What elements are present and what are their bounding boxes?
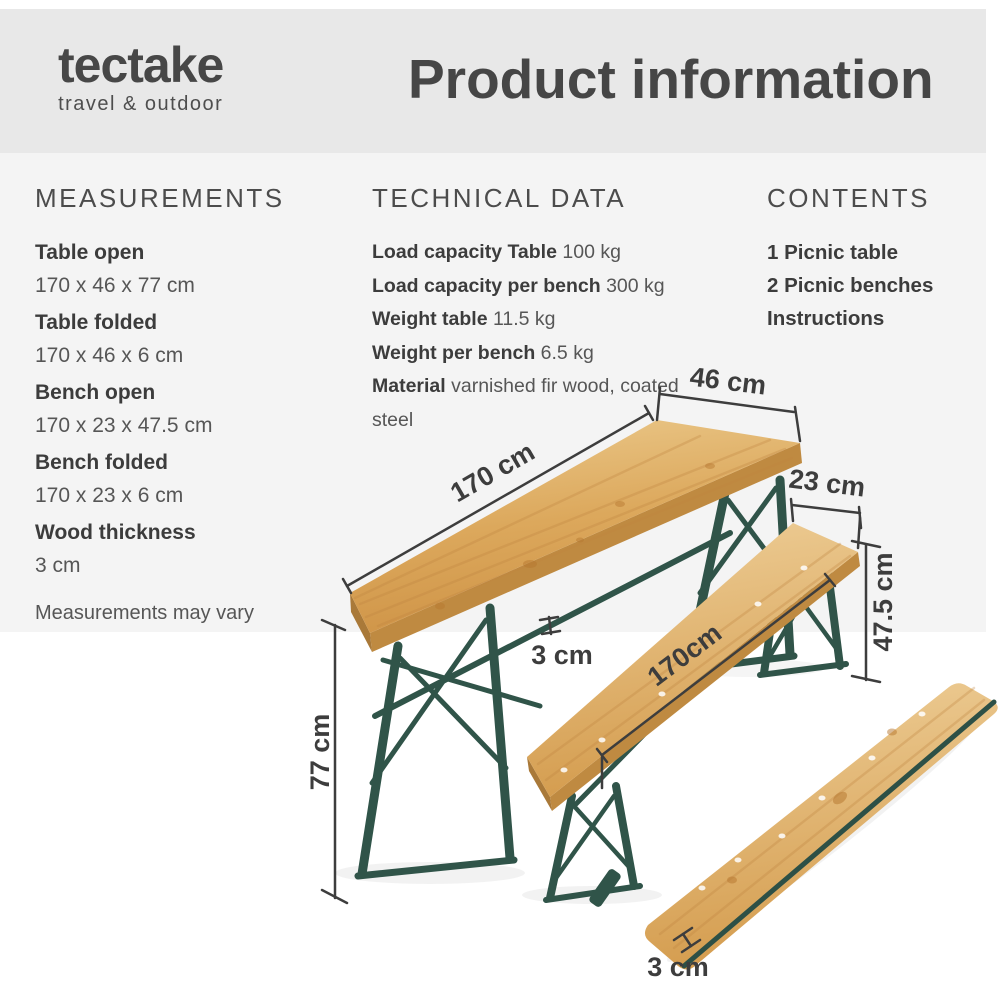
table-legs [354, 475, 798, 880]
dim-label-bench-width: 23 cm [787, 464, 867, 503]
technical-item: Weight table 11.5 kg [372, 303, 702, 337]
screw-holes [698, 711, 926, 891]
technical-item: Material varnished fir wood, coated stee… [372, 370, 702, 437]
dim-label-table-top-thickness: 3 cm [531, 640, 593, 670]
technical-item: Load capacity Table 100 kg [372, 236, 702, 270]
measurement-label: Wood thickness [35, 521, 196, 544]
dim-label-bench-thickness: 3 cm [647, 952, 709, 982]
screw-holes [560, 565, 808, 773]
dim-table-width: 46 cm [655, 368, 802, 443]
measurement-item: Wood thickness 3 cm [35, 516, 330, 582]
contents-item: 2 Picnic benches [767, 274, 934, 297]
technical-label: Weight per bench [372, 341, 536, 364]
technical-value: 100 kg [562, 241, 621, 263]
measurement-item: Bench folded 170 x 23 x 6 cm [35, 446, 330, 512]
measurement-item: Bench open 170 x 23 x 47.5 cm [35, 376, 330, 442]
dim-label-table-width: 46 cm [688, 368, 768, 401]
measurement-item: Table open 170 x 46 x 77 cm [35, 236, 330, 302]
technical-value: 11.5 kg [492, 308, 556, 330]
measurement-value: 170 x 46 x 6 cm [35, 344, 184, 367]
technical-item: Weight per bench 6.5 kg [372, 337, 702, 371]
measurements-note: Measurements may vary [35, 602, 254, 624]
folded-bench-board [644, 683, 998, 970]
folded-leg-rail [681, 699, 997, 969]
folded-leg-bracket [589, 869, 621, 907]
measurement-label: Table folded [35, 311, 158, 334]
dim-bench-thickness: 3 cm [647, 926, 709, 982]
technical-label: Material [372, 375, 446, 397]
header-band: tectake travel & outdoor Product informa… [0, 9, 986, 153]
technical-value: 300 kg [606, 274, 665, 297]
dim-table-top-thickness: 3 cm [531, 615, 593, 670]
dim-bench-height: 47.5 cm [850, 539, 898, 684]
dim-label-table-height: 77 cm [305, 714, 335, 791]
dim-table-height: 77 cm [305, 618, 349, 905]
technical-label: Weight table [372, 308, 488, 330]
contents-item: 1 Picnic table [767, 241, 899, 264]
measurements-heading: MEASUREMENTS [35, 183, 285, 213]
table-top [350, 420, 802, 652]
technical-item: Load capacity per bench 300 kg [372, 270, 702, 304]
wood-knots [727, 728, 897, 884]
measurement-value: 170 x 46 x 77 cm [35, 274, 195, 297]
measurement-label: Bench open [35, 381, 156, 404]
technical-value: 6.5 kg [540, 341, 594, 364]
technical-value: varnished fir wood, coated steel [372, 375, 679, 431]
picnic-table [350, 420, 802, 880]
technical-data-heading: TECHNICAL DATA [372, 183, 627, 213]
measurement-value: 3 cm [35, 554, 81, 577]
measurement-value: 170 x 23 x 6 cm [35, 484, 184, 507]
wood-grain [353, 434, 794, 628]
dim-label-bench-height: 47.5 cm [868, 552, 898, 651]
brand-logo: tectake travel & outdoor [58, 37, 224, 116]
technical-label: Load capacity Table [372, 241, 557, 263]
brand-name: tectake [58, 37, 224, 93]
contents-heading: CONTENTS [767, 183, 930, 213]
measurement-value: 170 x 23 x 47.5 cm [35, 414, 213, 437]
wood-grain [536, 542, 852, 782]
wood-knots [435, 463, 715, 610]
contents-item: Instructions [767, 307, 885, 330]
page-title: Product information [408, 48, 934, 110]
technical-label: Load capacity per bench [372, 274, 601, 297]
technical-data-section: TECHNICAL DATA Load capacity Table 100 k… [372, 183, 702, 437]
bench-folded [589, 683, 998, 970]
wood-grain [658, 686, 986, 950]
contents-section: CONTENTS 1 Picnic table 2 Picnic benches… [767, 183, 985, 335]
brand-tagline: travel & outdoor [58, 92, 224, 115]
measurement-label: Table open [35, 241, 145, 264]
product-dimension-diagram: 46 cm 170 cm 23 cm 47.5 cm [305, 368, 998, 982]
measurement-label: Bench folded [35, 451, 169, 474]
measurement-item: Table folded 170 x 46 x 6 cm [35, 306, 330, 372]
measurements-section: MEASUREMENTS Table open 170 x 46 x 77 cm… [35, 183, 330, 628]
